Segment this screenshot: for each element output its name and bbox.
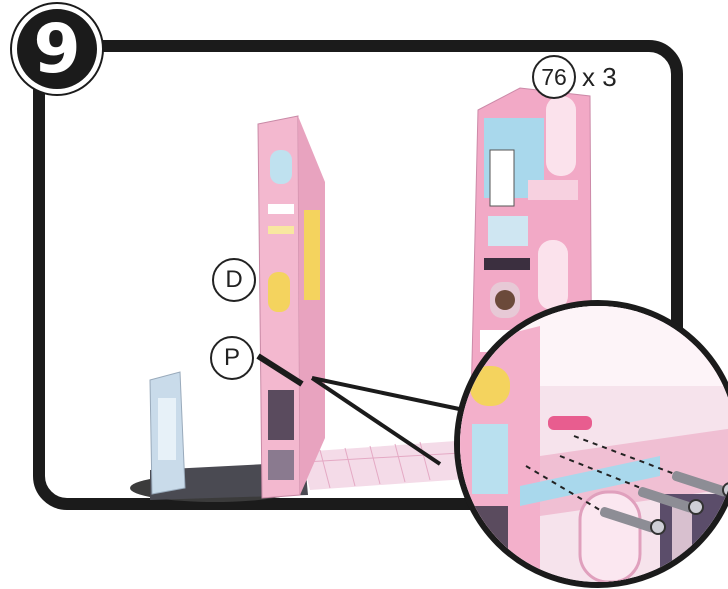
zoom-leader: [310, 376, 465, 466]
screw-icon: [599, 471, 728, 535]
step-number: 9: [33, 9, 81, 89]
screw-guides: [525, 435, 681, 517]
label-d: D: [212, 258, 256, 302]
small-side-wall: [149, 371, 186, 495]
label-p: P: [210, 336, 254, 380]
part-number: 76: [532, 55, 576, 99]
zoom-illustration: [460, 306, 728, 582]
panel-d: [257, 115, 325, 499]
part-callout: 76 x 3: [532, 55, 617, 99]
zoom-detail: [454, 300, 728, 588]
connector-p: [256, 353, 304, 387]
part-quantity: x 3: [582, 61, 617, 92]
step-number-badge: 9: [12, 4, 102, 94]
